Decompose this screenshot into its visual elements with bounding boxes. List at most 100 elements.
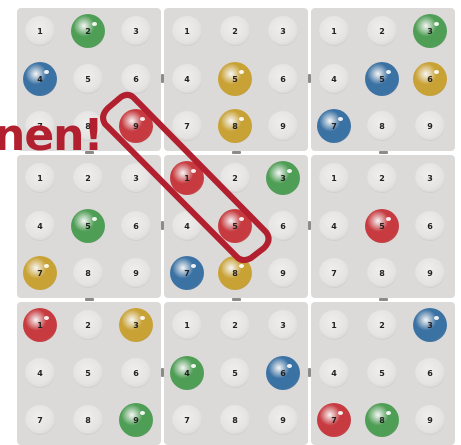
board-cell[interactable]: 6 xyxy=(121,358,151,388)
board-cell[interactable]: 3 xyxy=(268,16,298,46)
board-cell[interactable]: 5 xyxy=(73,211,103,241)
board-cell[interactable]: 5 xyxy=(220,64,250,94)
board-cell[interactable]: 2 xyxy=(367,163,397,193)
panel-connector xyxy=(232,151,241,154)
board-cell[interactable]: 1 xyxy=(172,163,202,193)
board-cell[interactable]: 6 xyxy=(415,211,445,241)
board-cell[interactable]: 8 xyxy=(220,258,250,288)
board-cell[interactable]: 5 xyxy=(73,358,103,388)
board-bottom-middle: 123456789 xyxy=(164,302,308,445)
board-cell[interactable]: 1 xyxy=(319,310,349,340)
board-cell[interactable]: 9 xyxy=(268,258,298,288)
board-cell[interactable]: 1 xyxy=(25,16,55,46)
board-cell[interactable]: 4 xyxy=(25,64,55,94)
board-cell[interactable]: 3 xyxy=(268,310,298,340)
board-cell[interactable]: 1 xyxy=(25,163,55,193)
cell-number: 6 xyxy=(427,222,433,231)
board-cell[interactable]: 7 xyxy=(172,258,202,288)
board-cell[interactable]: 2 xyxy=(367,310,397,340)
board-cell[interactable]: 4 xyxy=(172,358,202,388)
cell-number: 5 xyxy=(85,75,91,84)
board-cell[interactable]: 7 xyxy=(25,405,55,435)
board-cell[interactable]: 4 xyxy=(319,358,349,388)
cell-number: 7 xyxy=(331,269,337,278)
cell-number: 7 xyxy=(37,416,43,425)
board-cell[interactable]: 4 xyxy=(25,211,55,241)
board-cell[interactable]: 2 xyxy=(220,163,250,193)
board-cell[interactable]: 4 xyxy=(172,64,202,94)
board-cell[interactable]: 9 xyxy=(268,405,298,435)
board-cell[interactable]: 7 xyxy=(319,258,349,288)
board-cell[interactable]: 9 xyxy=(415,111,445,141)
cell-number: 6 xyxy=(133,75,139,84)
board-cell[interactable]: 3 xyxy=(415,163,445,193)
board-cell[interactable]: 4 xyxy=(319,64,349,94)
board-cell[interactable]: 6 xyxy=(121,64,151,94)
board-cell[interactable]: 9 xyxy=(121,405,151,435)
cell-number: 6 xyxy=(427,75,433,84)
cell-number: 1 xyxy=(331,321,337,330)
board-cell[interactable]: 9 xyxy=(415,258,445,288)
board-cell[interactable]: 8 xyxy=(367,405,397,435)
cell-number: 1 xyxy=(184,321,190,330)
board-cell[interactable]: 5 xyxy=(367,358,397,388)
board-cell[interactable]: 5 xyxy=(220,211,250,241)
board-cell[interactable]: 3 xyxy=(121,163,151,193)
cell-number: 3 xyxy=(427,174,433,183)
cell-number: 9 xyxy=(133,416,139,425)
board-cell[interactable]: 6 xyxy=(415,64,445,94)
board-cell[interactable]: 8 xyxy=(73,258,103,288)
board-cell[interactable]: 6 xyxy=(268,358,298,388)
board-cell[interactable]: 2 xyxy=(220,310,250,340)
board-cell[interactable]: 8 xyxy=(73,405,103,435)
board-cell[interactable]: 7 xyxy=(172,405,202,435)
board-cell[interactable]: 5 xyxy=(73,64,103,94)
board-cell[interactable]: 2 xyxy=(73,16,103,46)
board-cell[interactable]: 6 xyxy=(415,358,445,388)
board-cell[interactable]: 9 xyxy=(121,258,151,288)
board-cell[interactable]: 7 xyxy=(319,111,349,141)
board-cell[interactable]: 1 xyxy=(172,16,202,46)
board-cell[interactable]: 5 xyxy=(367,211,397,241)
board-cell[interactable]: 9 xyxy=(268,111,298,141)
board-cell[interactable]: 2 xyxy=(367,16,397,46)
board-cell[interactable]: 8 xyxy=(220,405,250,435)
cell-number: 2 xyxy=(232,174,238,183)
cell-number: 4 xyxy=(184,75,190,84)
board-cell[interactable]: 8 xyxy=(367,258,397,288)
board-cell[interactable]: 6 xyxy=(268,211,298,241)
board-cell[interactable]: 3 xyxy=(268,163,298,193)
board-cell[interactable]: 5 xyxy=(220,358,250,388)
board-cell[interactable]: 3 xyxy=(121,16,151,46)
board-cell[interactable]: 9 xyxy=(121,111,151,141)
board-cell[interactable]: 6 xyxy=(121,211,151,241)
board-cell[interactable]: 7 xyxy=(172,111,202,141)
board-cell[interactable]: 1 xyxy=(172,310,202,340)
cell-number: 9 xyxy=(133,122,139,131)
board-cell[interactable]: 4 xyxy=(319,211,349,241)
board-cell[interactable]: 8 xyxy=(367,111,397,141)
cell-number: 8 xyxy=(85,416,91,425)
board-cell[interactable]: 3 xyxy=(415,16,445,46)
cell-number: 7 xyxy=(37,269,43,278)
board-cell[interactable]: 2 xyxy=(73,163,103,193)
cell-number: 1 xyxy=(37,27,43,36)
board-cell[interactable]: 4 xyxy=(172,211,202,241)
board-cell[interactable]: 3 xyxy=(121,310,151,340)
cell-number: 5 xyxy=(232,369,238,378)
board-cell[interactable]: 7 xyxy=(25,258,55,288)
board-cell[interactable]: 1 xyxy=(319,16,349,46)
cell-number: 5 xyxy=(85,369,91,378)
board-cell[interactable]: 7 xyxy=(319,405,349,435)
board-cell[interactable]: 2 xyxy=(220,16,250,46)
cell-number: 9 xyxy=(133,269,139,278)
board-cell[interactable]: 9 xyxy=(415,405,445,435)
board-cell[interactable]: 2 xyxy=(73,310,103,340)
board-cell[interactable]: 3 xyxy=(415,310,445,340)
board-cell[interactable]: 5 xyxy=(367,64,397,94)
board-cell[interactable]: 8 xyxy=(220,111,250,141)
board-cell[interactable]: 6 xyxy=(268,64,298,94)
board-cell[interactable]: 1 xyxy=(25,310,55,340)
board-cell[interactable]: 1 xyxy=(319,163,349,193)
board-cell[interactable]: 4 xyxy=(25,358,55,388)
